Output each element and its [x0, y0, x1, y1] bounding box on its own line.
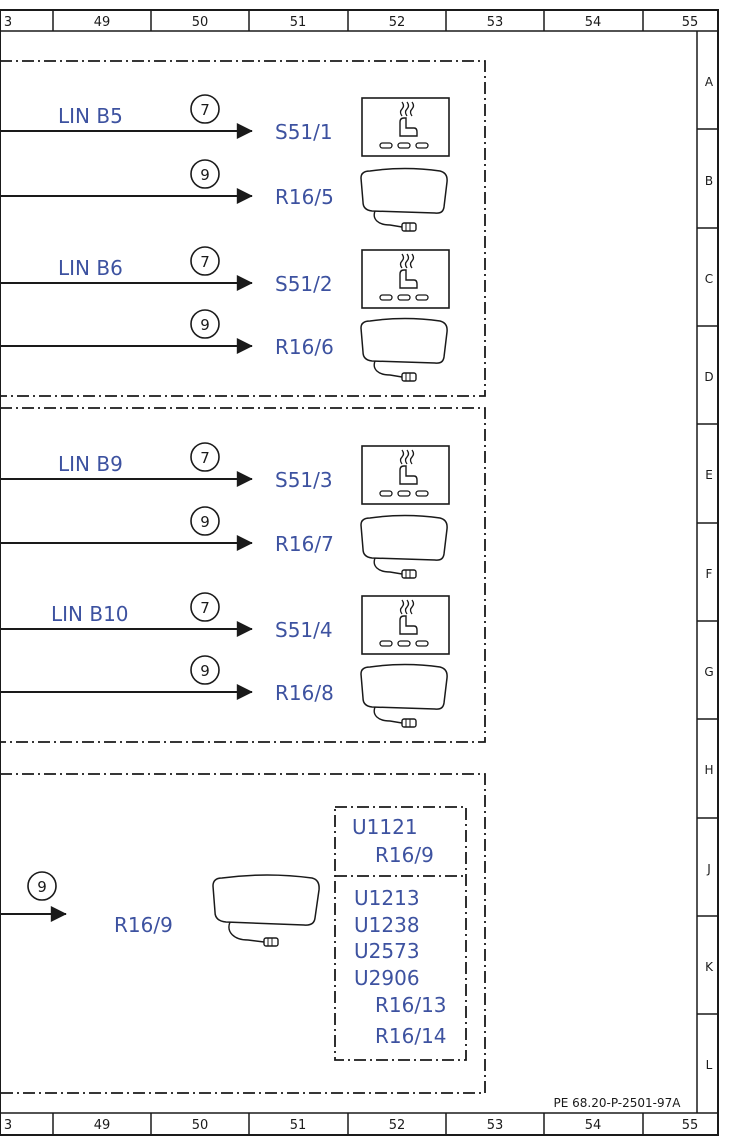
col-label: 3: [4, 15, 12, 30]
row-label: K: [705, 960, 714, 974]
marker-circle: [27, 871, 57, 901]
col-label: 53: [487, 15, 504, 30]
col-label: 49: [94, 15, 111, 30]
sheet-frame: [0, 9, 719, 1136]
bus-label: LIN B10: [51, 602, 129, 626]
col-label: 50: [192, 1118, 209, 1133]
component-label: R16/6: [275, 335, 334, 359]
col-label: 51: [290, 1118, 307, 1133]
component-box: [334, 806, 467, 1061]
col-label: 52: [389, 1118, 406, 1133]
col-label: 55: [682, 1118, 699, 1133]
col-label: 55: [682, 15, 699, 30]
col-label: 51: [290, 15, 307, 30]
component-code: U2573: [354, 939, 420, 963]
row-label: G: [704, 665, 713, 679]
row-label: B: [705, 174, 713, 188]
component-code: U1213: [354, 886, 420, 910]
marker-label: 9: [200, 166, 210, 184]
marker-circle: [190, 442, 220, 472]
lower-group: 9 R16/9 U1121 R16/9 U1213 U1238 U2573 U2…: [0, 806, 467, 1061]
marker-circle: [190, 159, 220, 189]
component-label: R16/5: [275, 185, 334, 209]
marker-label: 9: [200, 662, 210, 680]
row-label: E: [705, 468, 713, 482]
col-label: 50: [192, 15, 209, 30]
row-index: A B C D E F G H J K L: [697, 75, 718, 1072]
marker-label: 7: [200, 253, 210, 271]
seat-heater-switch-icon: [361, 249, 450, 309]
seat-heating-mat-icon: [360, 167, 448, 232]
group-boundaries: [0, 60, 486, 1094]
component-label: S51/4: [275, 618, 333, 642]
row-label: A: [705, 75, 714, 89]
component-label: R16/9: [114, 913, 173, 937]
marker-label: 9: [37, 878, 47, 896]
marker-circle: [190, 309, 220, 339]
component-code: R16/14: [375, 1024, 447, 1048]
bus-label: LIN B6: [58, 256, 123, 280]
component-code: U2906: [354, 966, 420, 990]
col-label: 54: [585, 1118, 602, 1133]
marker-circle: [190, 506, 220, 536]
component-label: R16/7: [275, 532, 334, 556]
marker-circle: [190, 592, 220, 622]
row-label: L: [706, 1058, 713, 1072]
column-index-bottom: 3 49 50 51 52 53 54 55: [4, 1113, 698, 1135]
bus-label: LIN B9: [58, 452, 123, 476]
col-label: 3: [4, 1118, 12, 1133]
col-label: 49: [94, 1118, 111, 1133]
row-label: F: [706, 567, 713, 581]
seat-heating-mat-icon: [360, 514, 448, 579]
document-reference: PE 68.20-P-2501-97A: [554, 1096, 682, 1110]
component-code: U1121: [352, 815, 418, 839]
seat-heater-switch-icon: [361, 595, 450, 655]
marker-circle: [190, 246, 220, 276]
marker-circle: [190, 655, 220, 685]
seat-heater-switch-icon: [361, 97, 450, 157]
marker-circle: [190, 94, 220, 124]
marker-label: 7: [200, 101, 210, 119]
column-index-top: 3 49 50 51 52 53 54 55: [4, 10, 698, 31]
component-code: U1238: [354, 913, 420, 937]
seat-heating-mat-icon: [360, 663, 448, 728]
seat-heating-mat-icon: [360, 317, 448, 382]
row-label: D: [704, 370, 713, 384]
component-code: R16/9: [375, 843, 434, 867]
component-label: R16/8: [275, 681, 334, 705]
row-label: H: [704, 763, 713, 777]
component-label: S51/2: [275, 272, 333, 296]
col-label: 54: [585, 15, 602, 30]
component-code: R16/13: [375, 993, 447, 1017]
marker-label: 7: [200, 449, 210, 467]
col-label: 52: [389, 15, 406, 30]
seat-heating-mat-icon: [212, 874, 320, 947]
marker-label: 9: [200, 316, 210, 334]
component-label: S51/1: [275, 120, 333, 144]
marker-label: 7: [200, 599, 210, 617]
col-label: 53: [487, 1118, 504, 1133]
marker-label: 9: [200, 513, 210, 531]
bus-label: LIN B5: [58, 104, 123, 128]
row-label: J: [706, 862, 711, 876]
seat-heater-switch-icon: [361, 445, 450, 505]
component-label: S51/3: [275, 468, 333, 492]
row-label: C: [705, 272, 713, 286]
